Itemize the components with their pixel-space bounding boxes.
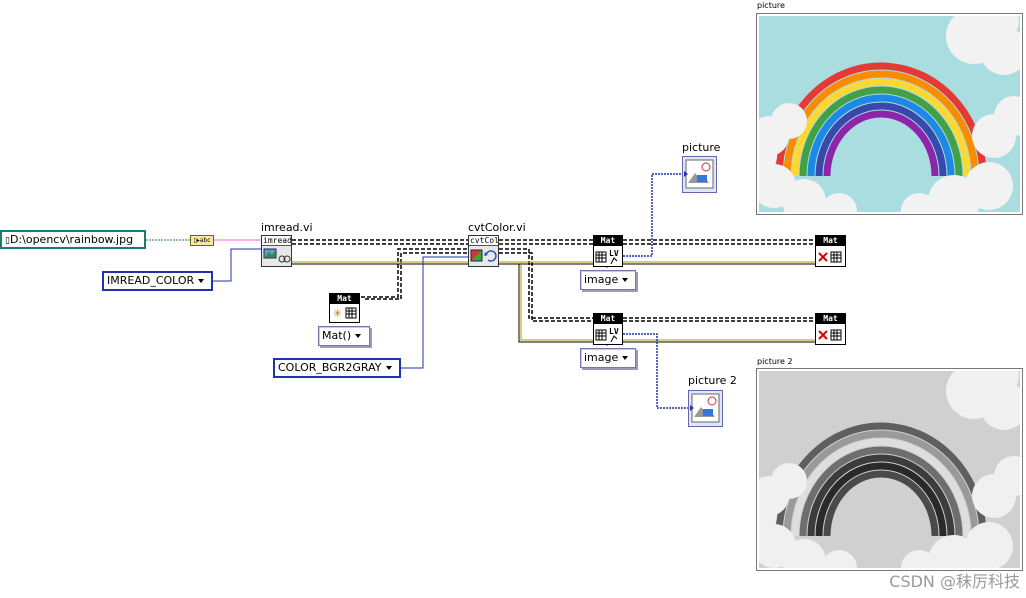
mat-constructor-header: Mat <box>330 294 359 304</box>
mat-release-node-1[interactable]: Mat <box>815 235 846 267</box>
cvtcolor-node-label: cvtColor.vi <box>468 221 526 234</box>
dropdown-arrow-icon <box>385 366 392 370</box>
image-mode-selector-1[interactable]: image <box>580 270 636 290</box>
picture-indicator[interactable] <box>682 156 717 193</box>
rainbow-gray-image <box>741 356 1026 587</box>
mat-release-header-2: Mat <box>816 314 845 324</box>
image-mode-selector-2[interactable]: image <box>580 348 636 368</box>
color-convert-icon <box>470 249 497 262</box>
path-to-string-node[interactable]: ▯▸abc <box>190 235 214 246</box>
picture2-indicator[interactable] <box>688 390 723 427</box>
dropdown-arrow-icon <box>355 334 362 338</box>
lv-text: LV <box>609 327 619 336</box>
picture-panel-title: picture <box>757 1 785 10</box>
mat-to-image-icon: LV <box>595 327 619 343</box>
mat-constructor-node[interactable]: Mat ✳ <box>329 293 360 323</box>
mat-constructor-selector[interactable]: Mat() <box>318 326 370 346</box>
picture-icon <box>690 393 720 423</box>
picture-panel[interactable] <box>741 1 1026 229</box>
picture2-panel-title: picture 2 <box>757 357 793 366</box>
rainbow-color-image <box>741 1 1026 229</box>
svg-text:✳: ✳ <box>333 307 342 320</box>
mat-to-image-icon: LV <box>595 249 619 265</box>
imread-node-header: imread <box>262 236 291 246</box>
cvtcolor-node[interactable]: cvtCol <box>468 235 499 267</box>
mat-to-lv-node[interactable]: Mat LV <box>593 235 623 267</box>
cvtcolor-node-header: cvtCol <box>469 236 498 246</box>
release-icon <box>818 251 842 263</box>
constructor-icon: ✳ <box>333 307 357 320</box>
picture2-panel[interactable] <box>741 356 1026 587</box>
path-constant-value: D:\opencv\rainbow.jpg <box>9 233 134 246</box>
image-mode-value-2: image <box>584 351 619 364</box>
dropdown-arrow-icon <box>622 356 629 360</box>
picture-indicator-label: picture <box>682 141 721 154</box>
file-icon: ▯ <box>5 236 10 246</box>
picture-icon <box>684 159 714 189</box>
dropdown-arrow-icon <box>622 278 629 282</box>
image-mode-value-1: image <box>584 273 619 286</box>
color-code-value: COLOR_BGR2GRAY <box>278 361 382 374</box>
mat-to-lv-header-2: Mat <box>594 314 622 324</box>
image-load-icon <box>263 248 291 263</box>
release-icon <box>818 329 842 341</box>
mat-constructor-value: Mat() <box>322 329 352 342</box>
path-constant[interactable]: ▯D:\opencv\rainbow.jpg <box>0 230 146 249</box>
mat-release-node-2[interactable]: Mat <box>815 313 846 345</box>
mat-release-header-1: Mat <box>816 236 845 246</box>
mat-to-lv-header: Mat <box>594 236 622 246</box>
mat-to-lv-node-2[interactable]: Mat LV <box>593 313 623 345</box>
lv-text: LV <box>609 249 619 258</box>
imread-node-label: imread.vi <box>261 221 313 234</box>
imread-flag-value: IMREAD_COLOR <box>107 274 195 287</box>
watermark: CSDN @秣厉科技 <box>889 572 1020 591</box>
imread-flag-ring[interactable]: IMREAD_COLOR <box>102 271 213 291</box>
picture2-indicator-label: picture 2 <box>688 374 737 387</box>
dropdown-arrow-icon <box>198 279 205 283</box>
imread-node[interactable]: imread <box>261 235 292 267</box>
color-code-ring[interactable]: COLOR_BGR2GRAY <box>273 358 401 378</box>
